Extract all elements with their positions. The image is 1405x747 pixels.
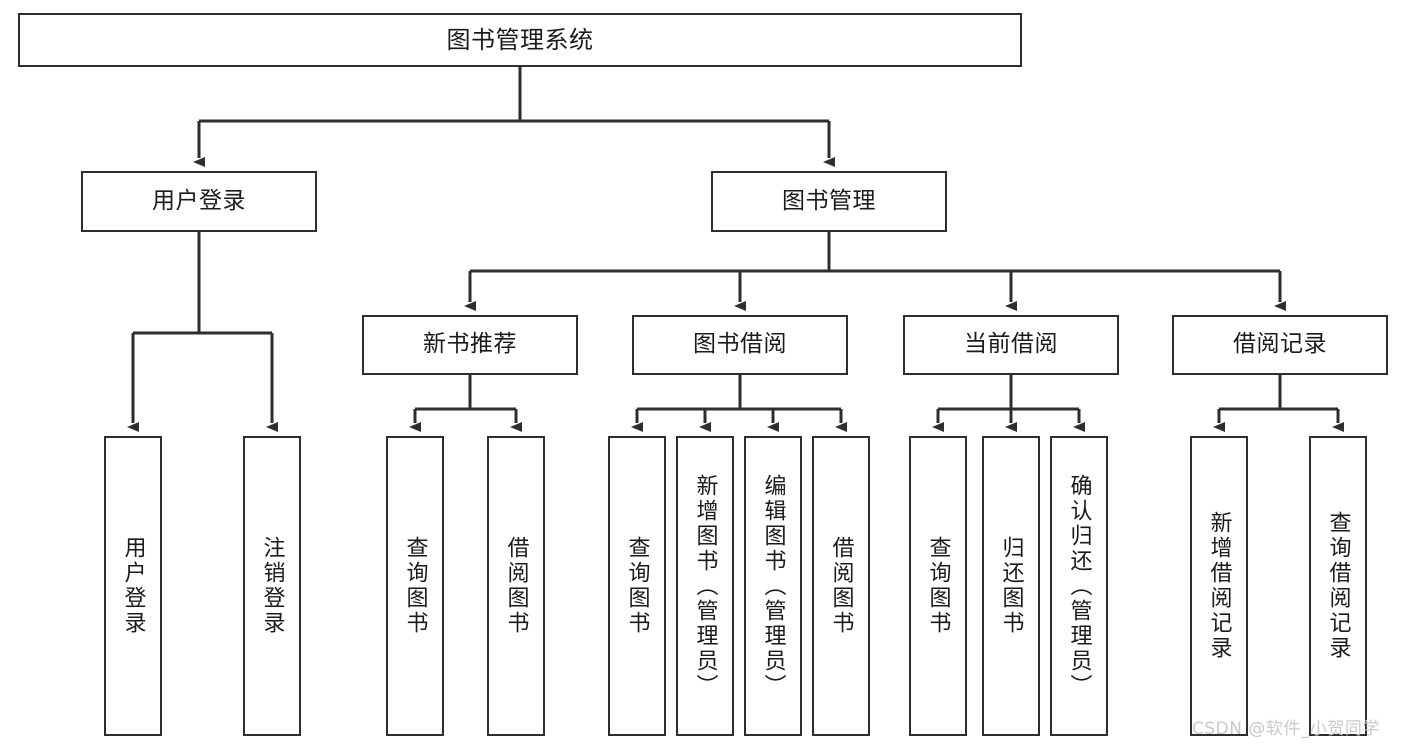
node-label: 查询图书 — [925, 536, 951, 636]
node-leaf-rec-add[interactable]: 新增借阅记录 — [1190, 436, 1248, 736]
node-leaf-user-login[interactable]: 用户登录 — [104, 436, 162, 736]
node-leaf-cur-return[interactable]: 归还图书 — [982, 436, 1040, 736]
node-label: 注销登录 — [259, 536, 285, 636]
node-leaf-borrow-lend[interactable]: 借阅图书 — [812, 436, 870, 736]
node-label: 编辑图书（管理员） — [760, 473, 786, 699]
node-label: 借阅图书 — [503, 536, 529, 636]
node-borrow[interactable]: 图书借阅 — [632, 315, 848, 375]
node-label: 当前借阅 — [964, 331, 1058, 358]
node-label: 用户登录 — [152, 187, 246, 214]
csdn-watermark: CSDN @软件_小贺同学 — [1192, 719, 1380, 739]
node-leaf-user-logout[interactable]: 注销登录 — [243, 436, 301, 736]
node-leaf-new-query[interactable]: 查询图书 — [386, 436, 444, 736]
node-label: 用户登录 — [120, 536, 146, 636]
node-label: 图书借阅 — [693, 331, 787, 358]
node-current[interactable]: 当前借阅 — [903, 315, 1119, 375]
node-leaf-borrow-edit[interactable]: 编辑图书（管理员） — [744, 436, 802, 736]
node-label: 借阅图书 — [828, 536, 854, 636]
node-leaf-borrow-query[interactable]: 查询图书 — [608, 436, 666, 736]
node-leaf-cur-confirm[interactable]: 确认归还（管理员） — [1050, 436, 1108, 736]
node-label: 新增图书（管理员） — [692, 473, 718, 699]
node-newbook[interactable]: 新书推荐 — [362, 315, 578, 375]
node-label: 新增借阅记录 — [1206, 511, 1232, 661]
node-label: 确认归还（管理员） — [1066, 473, 1092, 699]
node-bookmgmt[interactable]: 图书管理 — [711, 171, 947, 232]
node-leaf-rec-query[interactable]: 查询借阅记录 — [1309, 436, 1367, 736]
node-label: 借阅记录 — [1233, 331, 1327, 358]
node-login[interactable]: 用户登录 — [81, 171, 317, 232]
node-label: 查询图书 — [624, 536, 650, 636]
node-label: 归还图书 — [998, 536, 1024, 636]
node-label: 查询图书 — [402, 536, 428, 636]
node-label: 查询借阅记录 — [1325, 511, 1351, 661]
node-leaf-cur-query[interactable]: 查询图书 — [909, 436, 967, 736]
node-records[interactable]: 借阅记录 — [1172, 315, 1388, 375]
node-leaf-new-borrow[interactable]: 借阅图书 — [487, 436, 545, 736]
node-leaf-borrow-add[interactable]: 新增图书（管理员） — [676, 436, 734, 736]
node-label: 图书管理 — [782, 187, 876, 214]
node-label: 图书管理系统 — [446, 25, 594, 54]
node-label: 新书推荐 — [423, 331, 517, 358]
node-root[interactable]: 图书管理系统 — [18, 13, 1022, 67]
